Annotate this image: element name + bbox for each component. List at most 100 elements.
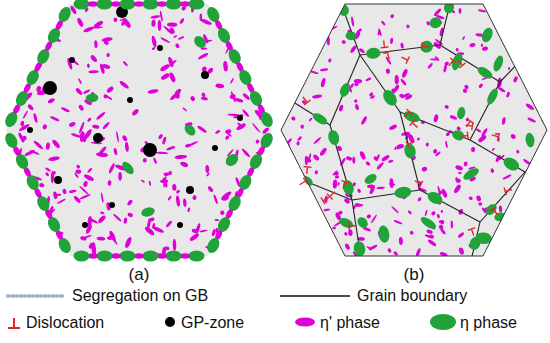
eta-prime-particle [302, 247, 307, 251]
grain-boundary-sample [280, 295, 350, 297]
grain-boundary [400, 112, 420, 190]
eta-prime-particle [291, 116, 296, 121]
eta-prime-particle [332, 226, 336, 229]
eta-prime-particle [167, 56, 174, 67]
eta-prime-particle [187, 207, 191, 212]
eta-prime-particle [525, 174, 529, 183]
eta-prime-particle [541, 61, 547, 70]
eta-prime-particle [251, 122, 260, 133]
eta-prime-particle [36, 37, 40, 44]
eta-prime-particle [455, 177, 459, 183]
eta-particle [120, 160, 136, 177]
eta-prime-particle [42, 124, 48, 130]
eta-prime-particle [92, 124, 100, 129]
eta-prime-particle [44, 243, 48, 251]
eta-prime-particle [151, 35, 158, 47]
eta-prime-particle [83, 181, 88, 188]
eta-prime-particle [538, 5, 543, 11]
eta-prime-particle [543, 214, 550, 221]
eta-prime-particle [331, 252, 337, 257]
eta-prime-particle [376, 186, 385, 189]
eta-prime-particle [515, 61, 519, 64]
gp-zone [27, 127, 33, 133]
eta-prime-particle [27, 103, 34, 111]
eta-prime-particle [175, 195, 180, 206]
eta-prime-particle [215, 83, 224, 89]
eta-prime-particle [122, 60, 128, 66]
eta-prime-particle [241, 148, 251, 159]
grain-b [281, 4, 547, 256]
eta-particle [223, 152, 240, 169]
eta-prime-particle [245, 26, 250, 35]
dislocation [504, 186, 513, 196]
eta-particle [480, 26, 495, 44]
eta-particle [420, 40, 434, 53]
eta-prime-particle [462, 36, 466, 41]
boundary-eta-particle [226, 194, 243, 213]
eta-prime-particle [455, 48, 459, 52]
eta-prime-particle [385, 68, 390, 74]
eta-particle [456, 106, 466, 120]
eta-prime-particle [8, 15, 14, 25]
eta-prime-particle [179, 18, 185, 25]
dislocation-sample [8, 318, 20, 328]
eta-prime-particle [79, 185, 90, 195]
eta-prime-particle [440, 210, 443, 214]
eta-prime-particle [533, 242, 540, 248]
legend-text: Segregation on GB [72, 288, 208, 304]
eta-prime-particle [440, 222, 444, 225]
eta-prime-particle [291, 37, 299, 40]
eta-prime-particle [370, 214, 377, 223]
eta-prime-particle [464, 84, 470, 90]
boundary-eta-particle [97, 0, 113, 10]
dislocation [491, 131, 500, 141]
eta-prime-particle [159, 11, 163, 22]
eta-prime-particle [225, 135, 230, 140]
eta-prime-particle [430, 211, 436, 217]
eta-prime-particle [141, 179, 146, 183]
eta-prime-particle [390, 38, 394, 44]
gp-zone [212, 145, 218, 151]
eta-prime-particle [6, 154, 10, 167]
dislocation [413, 177, 423, 187]
eta-prime-particle [83, 173, 95, 182]
eta-prime-particle [46, 142, 51, 150]
boundary-eta-particle [247, 152, 264, 171]
eta-prime-particle [333, 179, 338, 188]
eta-prime-particle [458, 172, 462, 174]
eta-prime-particle [207, 185, 214, 193]
eta-prime-particle [90, 54, 99, 63]
eta-prime-particle [96, 152, 109, 158]
boundary-eta-particle [189, 251, 205, 262]
eta-prime-particle [79, 193, 91, 200]
boundary-eta-particle [237, 68, 254, 87]
eta-prime-particle [68, 121, 76, 127]
eta-prime-particle [513, 76, 519, 83]
eta-particle [380, 87, 399, 108]
eta-prime-particle [190, 95, 197, 102]
eta-prime-particle [199, 229, 207, 233]
dislocation [446, 58, 457, 69]
eta-prime-sample [295, 318, 315, 327]
eta-prime-particle [182, 107, 187, 112]
eta-particle [353, 240, 367, 257]
eta-prime-particle [206, 172, 210, 177]
eta-prime-particle [313, 136, 322, 145]
eta-prime-particle [75, 169, 81, 174]
eta-prime-particle [278, 219, 284, 224]
eta-prime-particle [172, 239, 176, 251]
eta-prime-particle [51, 139, 61, 150]
eta-prime-particle [73, 195, 82, 204]
eta-particle [419, 215, 438, 231]
legend-text: GP-zone [181, 315, 244, 331]
grain-boundary [470, 82, 500, 140]
grain-boundary [290, 175, 352, 200]
legend-text: η' phase [320, 315, 380, 331]
eta-prime-particle [427, 62, 433, 69]
eta-prime-particle [286, 246, 290, 249]
boundary-eta-particle [24, 173, 41, 192]
eta-prime-particle [387, 248, 392, 254]
eta-prime-particle [524, 206, 534, 209]
eta-prime-particle [225, 3, 229, 16]
eta-particle [507, 24, 526, 39]
